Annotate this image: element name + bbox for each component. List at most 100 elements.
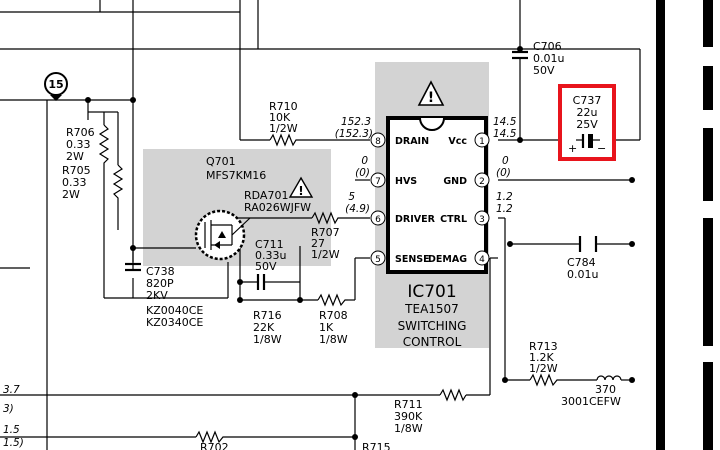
svg-text:27: 27	[311, 237, 325, 250]
voltage-pin7: 0	[361, 155, 368, 167]
svg-text:50V: 50V	[533, 64, 555, 77]
svg-text:R708: R708	[319, 309, 348, 322]
pin-name-ctrl: CTRL	[440, 214, 467, 225]
svg-text:1/8W: 1/8W	[394, 422, 423, 435]
svg-text:R715: R715	[362, 441, 391, 450]
svg-text:C784: C784	[567, 256, 596, 269]
svg-text:6: 6	[375, 215, 381, 225]
svg-text:10K: 10K	[269, 111, 291, 124]
svg-text:RDA701: RDA701	[244, 189, 288, 202]
test-point-15: 15	[44, 72, 68, 101]
resistor-r706: R706 0.33 2W	[66, 124, 110, 165]
warning-icon: !	[288, 176, 314, 198]
pin-name-drain: DRAIN	[395, 136, 429, 147]
svg-text:1/8W: 1/8W	[319, 333, 348, 346]
svg-text:2W: 2W	[66, 150, 84, 163]
svg-text:C706: C706	[533, 40, 562, 53]
resistor-r702: R702	[195, 430, 229, 450]
svg-text:3): 3)	[3, 403, 14, 415]
svg-text:1.2K: 1.2K	[529, 351, 554, 364]
svg-text:RA026WJFW: RA026WJFW	[244, 201, 311, 214]
svg-text:1K: 1K	[319, 321, 334, 334]
resistor-r705: R705 0.33 2W	[62, 164, 124, 201]
resistor-r713: R713 1.2K 1/2W	[529, 340, 560, 387]
svg-text:22u: 22u	[577, 106, 598, 119]
svg-text:2KV: 2KV	[146, 289, 168, 302]
resistor-r711: R711 390K 1/8W	[394, 388, 467, 435]
transistor-q701: Q701 MFS7KM16	[194, 155, 266, 261]
wires	[0, 0, 641, 450]
svg-text:0.33u: 0.33u	[255, 249, 286, 262]
svg-text:370: 370	[595, 383, 616, 396]
svg-text:50V: 50V	[255, 260, 277, 273]
svg-text:3.7: 3.7	[3, 384, 20, 396]
ic701-pin-8: 8	[370, 132, 386, 148]
svg-text:R707: R707	[311, 226, 340, 239]
svg-text:1: 1	[479, 137, 485, 147]
svg-text:25V: 25V	[576, 118, 598, 131]
svg-text:1/2W: 1/2W	[311, 248, 340, 261]
left-edge-values: 3.7 3) 1.5 1.5)	[3, 384, 24, 449]
svg-text:R705: R705	[62, 164, 91, 177]
pin-name-hvs: HVS	[395, 176, 417, 187]
ic701-function-2: CONTROL	[403, 335, 462, 349]
ic701-ref: IC701	[407, 282, 456, 302]
svg-text:!: !	[298, 184, 303, 198]
rda701-label: RDA701 RA026WJFW !	[244, 176, 314, 214]
inductor-370: 370 3001CEFW	[561, 375, 623, 408]
svg-text:R710: R710	[269, 100, 298, 113]
ic701-function-1: SWITCHING	[398, 319, 467, 333]
svg-text:2W: 2W	[62, 188, 80, 201]
svg-text:C738: C738	[146, 265, 175, 278]
voltage-pin3-b: 1.2	[496, 203, 513, 215]
svg-text:3: 3	[479, 215, 485, 225]
kz-part-label: KZ0040CE KZ0340CE	[146, 304, 203, 329]
resistor-r716: R716 22K 1/8W	[253, 309, 282, 346]
svg-text:MFS7KM16: MFS7KM16	[206, 169, 266, 182]
svg-text:4: 4	[479, 255, 485, 265]
svg-text:8: 8	[375, 137, 381, 147]
svg-text:C711: C711	[255, 238, 284, 251]
svg-text:7: 7	[375, 177, 381, 187]
pin-name-demag: DEMAG	[428, 254, 467, 265]
ic701-pin-7: 7	[370, 172, 386, 188]
svg-text:5: 5	[375, 255, 381, 265]
pin-name-gnd: GND	[443, 176, 467, 187]
svg-text:+: +	[568, 142, 577, 155]
capacitor-c706: C706 0.01u 50V	[512, 40, 564, 77]
voltage-pin8: 152.3	[341, 116, 371, 128]
pin-name-sense: SENSE	[395, 254, 430, 265]
ic701-pin-4: 4	[474, 250, 490, 266]
svg-text:2: 2	[479, 177, 485, 187]
svg-text:1/8W: 1/8W	[253, 333, 282, 346]
svg-text:1/2W: 1/2W	[269, 122, 298, 135]
pin-name-driver: DRIVER	[395, 214, 436, 225]
ic701-pin-5: 5	[370, 250, 386, 266]
ic701-pin-3: 3	[474, 210, 490, 226]
voltage-pin1: 14.5	[493, 116, 517, 128]
voltage-pin6: 5	[348, 191, 355, 203]
voltage-pin1-b: 14.5	[493, 128, 517, 140]
voltage-pin7-b: (0)	[355, 167, 370, 179]
svg-text:0.33: 0.33	[66, 138, 91, 151]
svg-text:0.01u: 0.01u	[533, 52, 564, 65]
capacitor-c737: C737 22u 25V + −	[558, 84, 616, 161]
svg-text:1.5: 1.5	[3, 424, 20, 436]
svg-text:820P: 820P	[146, 277, 174, 290]
capacitor-c738: C738 820P 2KV	[125, 262, 175, 302]
svg-text:1/2W: 1/2W	[529, 362, 558, 375]
capacitor-c711: C711 0.33u 50V	[255, 238, 286, 290]
svg-text:3001CEFW: 3001CEFW	[561, 395, 621, 408]
ic701-part: TEA1507	[404, 302, 459, 316]
capacitor-c784: C784 0.01u	[567, 236, 599, 281]
svg-text:R706: R706	[66, 126, 95, 139]
voltage-pin6-b: (4.9)	[345, 203, 370, 215]
voltage-pin2-b: (0)	[496, 167, 511, 179]
ic701-pin-1: 1	[474, 132, 490, 148]
svg-text:!: !	[428, 90, 434, 106]
ic701-pin-6: 6	[370, 210, 386, 226]
ic701-notch	[419, 117, 445, 131]
svg-text:15: 15	[48, 78, 63, 91]
c737-highlight-box	[558, 84, 616, 161]
